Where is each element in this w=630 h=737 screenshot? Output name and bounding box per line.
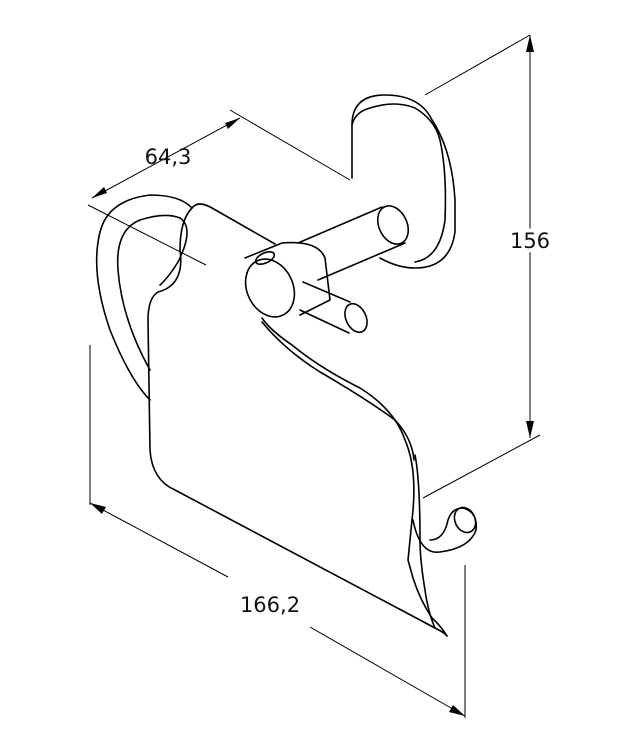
extension-line-left <box>87 204 207 266</box>
roll-pin <box>299 281 368 334</box>
dimension-depth: 64,3 <box>87 109 351 266</box>
dimension-line <box>89 502 229 578</box>
dimension-line <box>91 117 241 199</box>
wall-mount-plate <box>351 94 456 269</box>
mount-rod <box>297 205 410 281</box>
arrow-head <box>526 35 534 52</box>
arrow-head <box>92 187 107 198</box>
extension-line-right <box>229 109 351 181</box>
dimension-width: 166,2 <box>89 345 466 718</box>
connector-block <box>244 241 331 318</box>
dimension-line <box>309 626 466 717</box>
extension-line-top <box>424 34 531 96</box>
cover-lid <box>147 203 448 637</box>
dimension-label-depth: 64,3 <box>145 145 192 169</box>
paper-guide-loop <box>95 194 193 401</box>
bottom-hook <box>412 506 478 553</box>
arrow-head <box>225 118 240 129</box>
arrow-head <box>90 503 106 514</box>
arrow-head <box>449 705 465 716</box>
extension-line-bottom <box>422 434 541 499</box>
arrow-head <box>526 421 534 438</box>
dimension-height: 156 <box>422 34 554 499</box>
dimension-label-height: 156 <box>510 229 550 253</box>
dimension-label-width: 166,2 <box>240 593 300 617</box>
